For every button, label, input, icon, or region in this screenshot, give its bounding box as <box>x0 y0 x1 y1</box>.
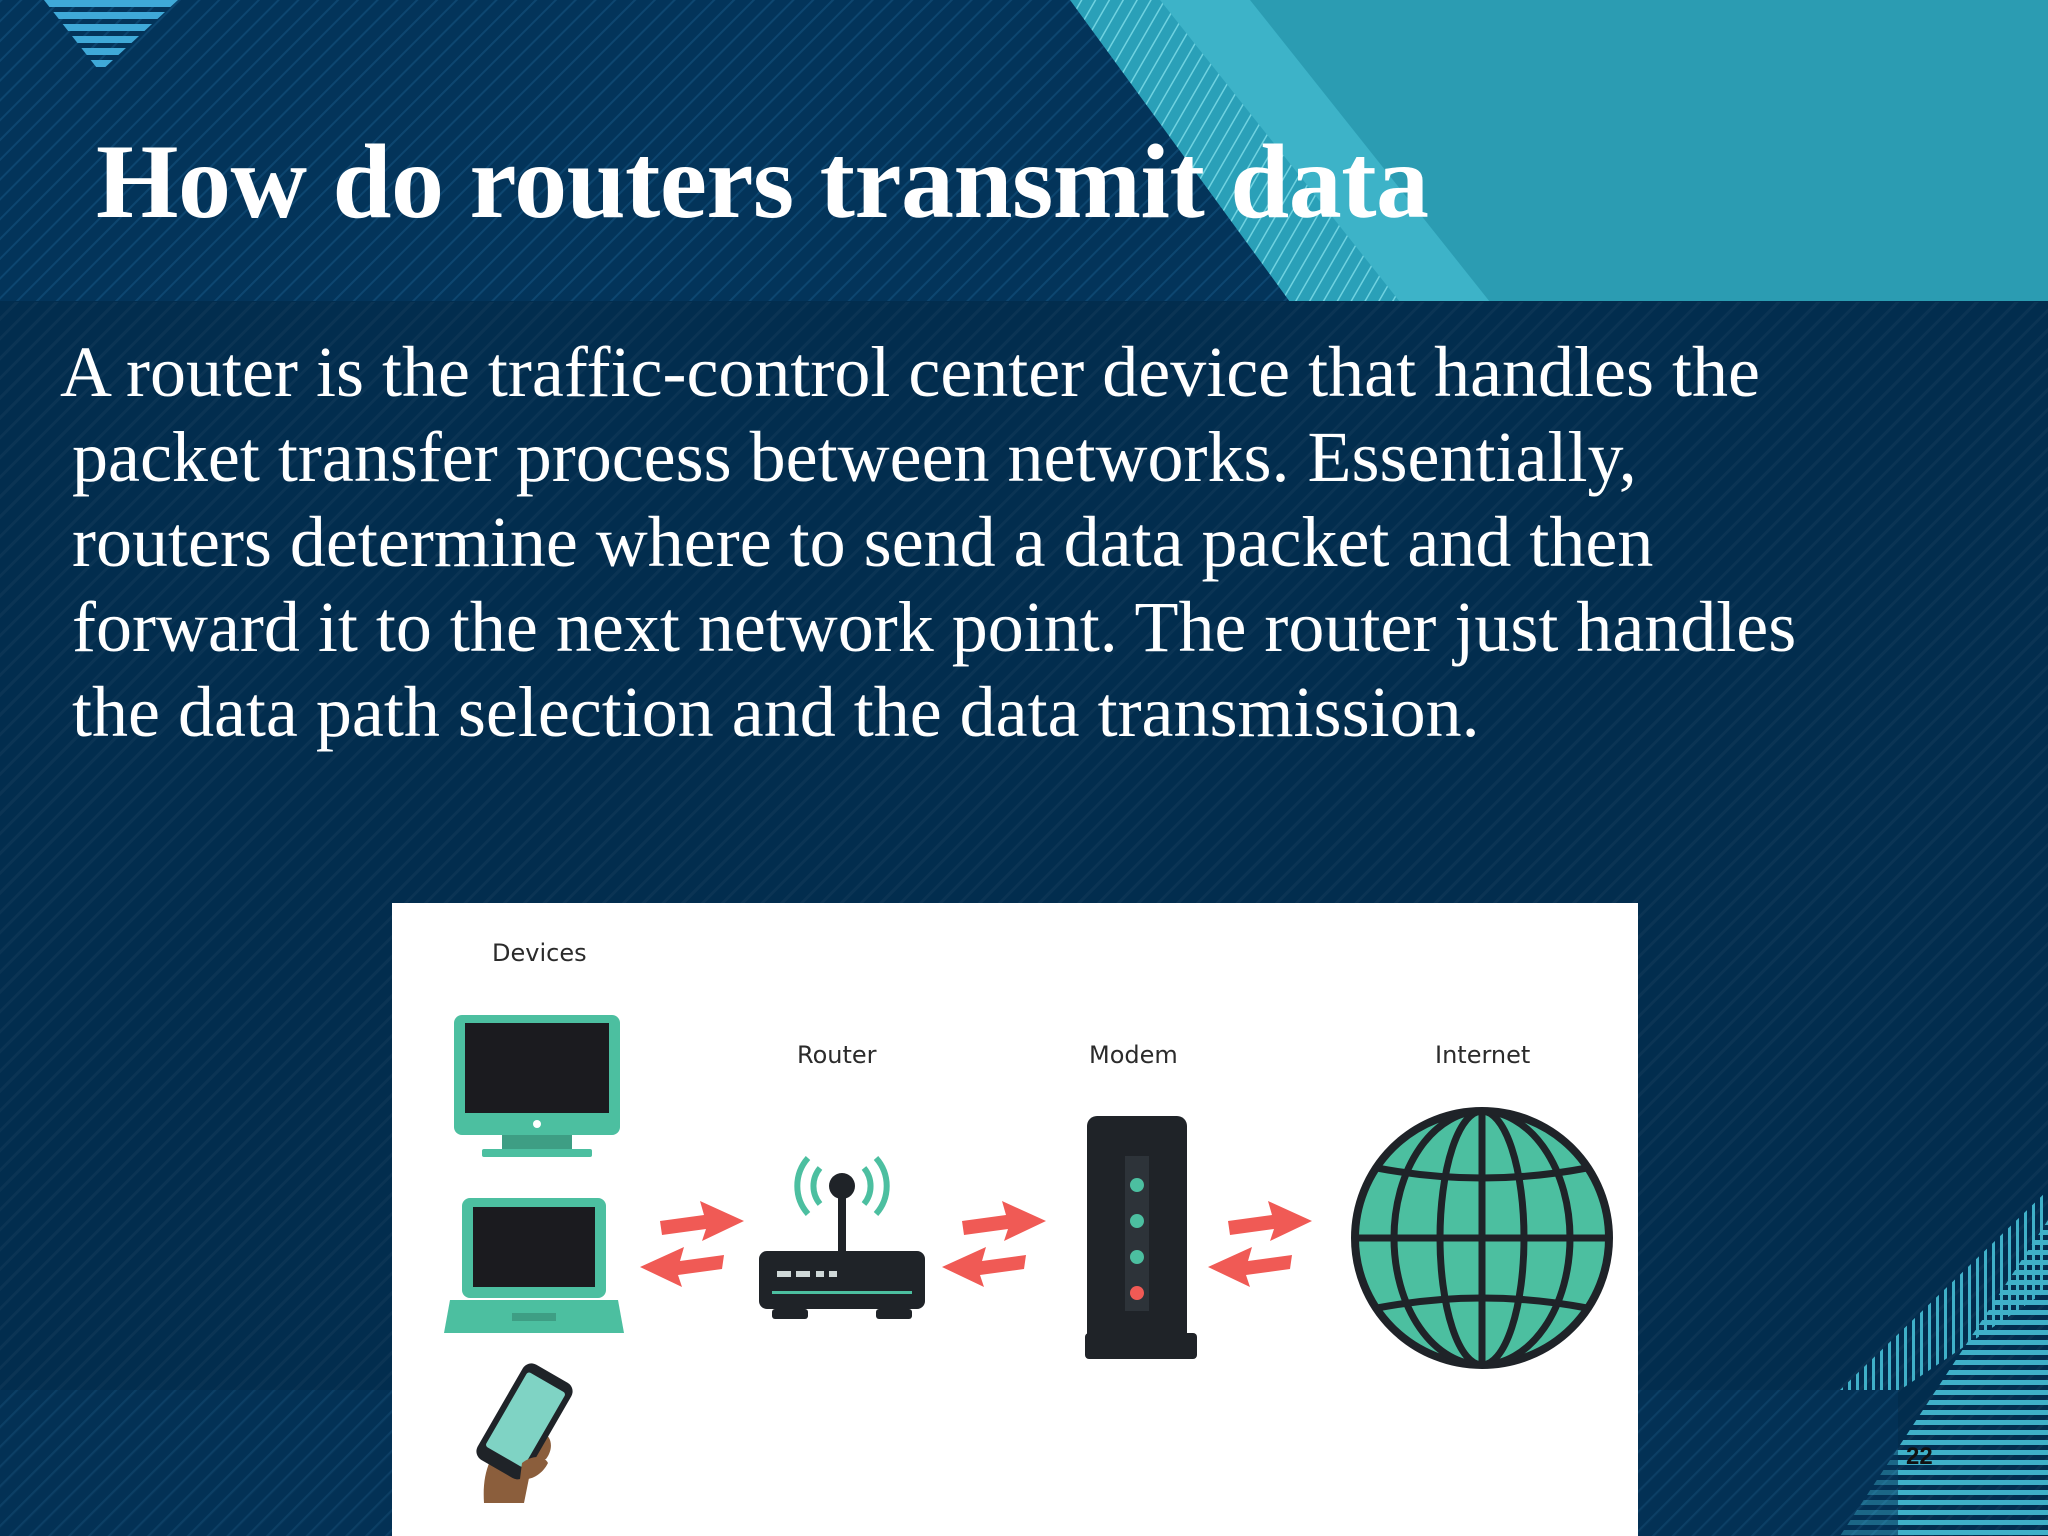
body-line: forward it to the next network point. Th… <box>72 587 1797 667</box>
body-paragraph: A router is the traffic-control center d… <box>60 330 2010 755</box>
label-devices: Devices <box>492 939 587 967</box>
slide-title: How do routers transmit data <box>96 123 1429 240</box>
smartphone-icon <box>476 1363 573 1503</box>
header-band <box>0 0 2048 302</box>
body-line: routers determine where to send a data p… <box>72 502 1654 582</box>
label-router: Router <box>797 1041 877 1069</box>
network-diagram: Devices Router Modem Internet <box>392 903 1638 1536</box>
bidirectional-arrow-icon <box>942 1201 1046 1287</box>
label-internet: Internet <box>1435 1041 1531 1069</box>
bidirectional-arrow-icon <box>640 1201 744 1287</box>
body-line: the data path selection and the data tra… <box>72 672 1480 752</box>
bidirectional-arrow-icon <box>1208 1201 1312 1287</box>
modem-icon <box>1085 1116 1197 1359</box>
router-icon <box>759 1156 925 1319</box>
body-line: packet transfer process between networks… <box>72 417 1637 497</box>
page-number: 22 <box>1906 1443 1933 1470</box>
laptop-icon <box>444 1198 624 1333</box>
globe-icon <box>1351 1107 1613 1369</box>
label-modem: Modem <box>1089 1041 1178 1069</box>
monitor-icon <box>454 1015 620 1157</box>
body-line: A router is the traffic-control center d… <box>60 332 1760 412</box>
